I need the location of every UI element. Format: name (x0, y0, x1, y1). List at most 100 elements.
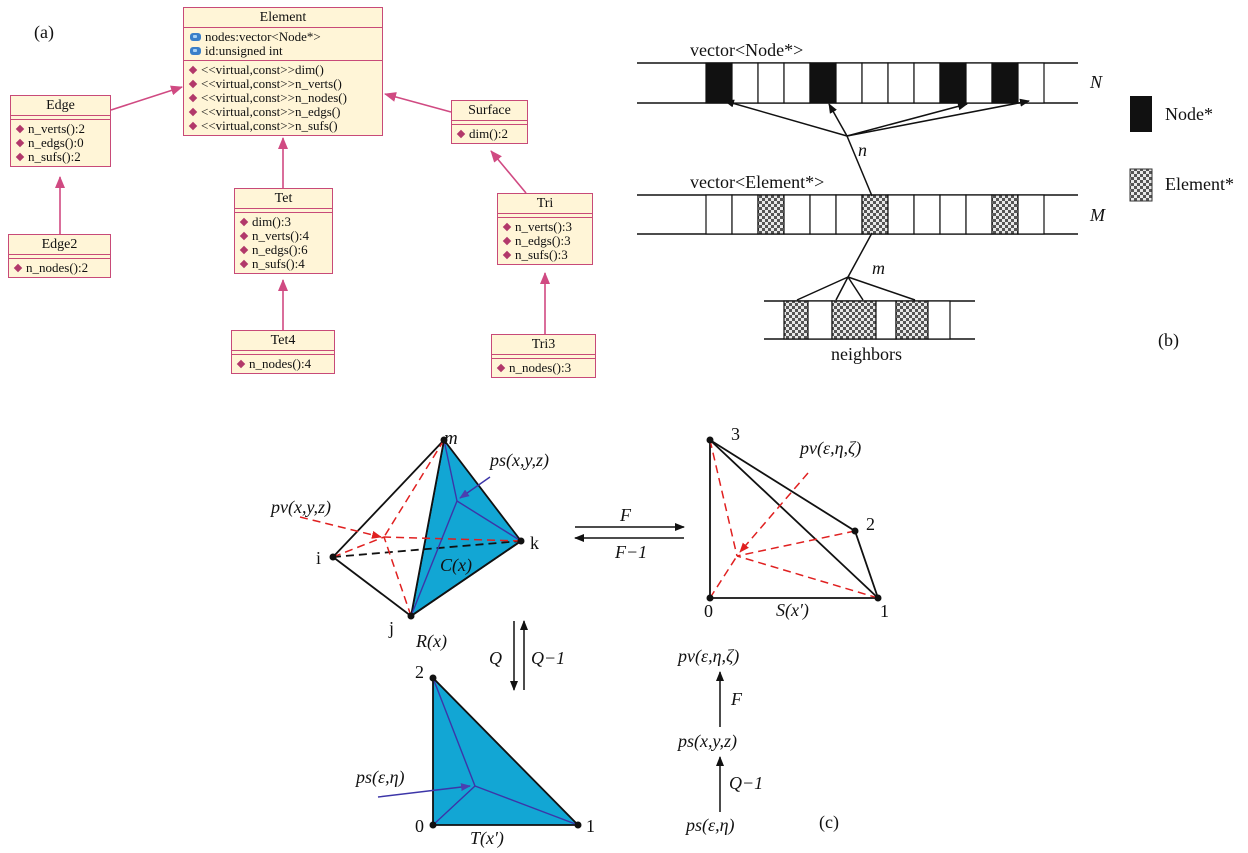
method: <<virtual,const>>n_verts() (201, 76, 342, 91)
class-title: Tet4 (232, 331, 334, 351)
pointer-arrows (724, 98, 1030, 301)
method-icon (13, 263, 23, 273)
element-vector-label: vector<Element*> (690, 172, 825, 192)
panel-label-b: (b) (1158, 330, 1179, 350)
method-icon (239, 245, 249, 255)
chain-pv-eps: pv(ε,η,ζ) (678, 646, 740, 666)
arrow-label-m: m (872, 258, 885, 278)
tet-vertex-dots (329, 436, 525, 620)
class-attributes (492, 355, 595, 359)
vertex-i: i (316, 548, 322, 568)
empty-cell (705, 194, 733, 235)
method-icon (502, 250, 512, 260)
empty-cell (927, 300, 951, 340)
method: n_sufs():4 (252, 256, 305, 271)
empty-cell (875, 300, 897, 340)
method-icon (502, 222, 512, 232)
class-title: Element (184, 8, 382, 28)
empty-cell (913, 194, 941, 235)
class-methods: dim():2 (452, 125, 527, 143)
class-methods: n_verts():2 n_edgs():0 n_sufs():2 (11, 120, 110, 166)
arrow-label-n: n (858, 140, 867, 160)
method: <<virtual,const>>n_nodes() (201, 90, 347, 105)
panel-label-a: (a) (34, 22, 54, 42)
uml-class-surface: Surface dim():2 (451, 100, 528, 144)
empty-cell (939, 194, 967, 235)
attribute: nodes:vector<Node*> (205, 29, 321, 44)
method-icon (188, 79, 198, 89)
class-title: Tet (235, 189, 332, 209)
empty-cell (1017, 194, 1045, 235)
method: dim():2 (469, 126, 508, 141)
method-icon (188, 121, 198, 131)
surface-to-element-arrow (384, 92, 452, 113)
class-attributes (9, 255, 110, 259)
class-title: Tri (498, 194, 592, 214)
empty-cell (783, 194, 811, 235)
blue-surface-lines (410, 439, 522, 617)
uml-class-tri: Tri n_verts():3 n_edgs():3 n_sufs():3 (497, 193, 593, 265)
label-Q-inverse: Q−1 (531, 648, 566, 668)
class-attributes (498, 214, 592, 218)
element-pointer-cell (895, 300, 929, 340)
reference-tetra (706, 436, 882, 602)
F-arrows (574, 523, 685, 542)
label-ps-eps: ps(ε,η) (356, 767, 405, 787)
neighbors-label: neighbors (831, 344, 902, 364)
empty-cell (1017, 62, 1045, 104)
method: n_edgs():0 (28, 135, 84, 150)
label-F-inverse: F−1 (615, 542, 648, 562)
method-icon (188, 107, 198, 117)
uml-class-element: Element nodes:vector<Node*> id:unsigned … (183, 7, 383, 136)
element-pointer-cell (991, 194, 1019, 235)
row-label-N: N (1090, 72, 1103, 92)
class-attributes (452, 121, 527, 125)
label-pv-eps: pv(ε,η,ζ) (800, 438, 862, 458)
vertex-k: k (530, 533, 539, 553)
tetrahedron (299, 436, 525, 620)
class-title: Surface (452, 101, 527, 121)
method-icon (496, 363, 506, 373)
attribute: id:unsigned int (205, 43, 283, 58)
attribute-icon (190, 33, 201, 41)
element-pointer-cell (757, 194, 785, 235)
class-methods: n_nodes():4 (232, 355, 334, 373)
method: n_verts():4 (252, 228, 310, 243)
element-pointer-cell (861, 194, 889, 235)
label-F: F (620, 505, 631, 525)
method-icon (15, 138, 25, 148)
method-icon (502, 236, 512, 246)
red-dashed-lines (299, 439, 522, 617)
empty-cell (783, 62, 811, 104)
node-vector-label: vector<Node*> (690, 40, 804, 60)
class-title: Edge (11, 96, 110, 116)
empty-cell (913, 62, 941, 104)
method-icon (236, 359, 246, 369)
method-icon (456, 129, 466, 139)
label-T: T(x′) (470, 828, 504, 848)
reference-triangle (377, 674, 582, 829)
empty-cell (887, 62, 915, 104)
method-icon (239, 259, 249, 269)
node-pointer-cell (705, 62, 733, 104)
method: n_sufs():2 (28, 149, 81, 164)
node-pointer-cell (991, 62, 1019, 104)
uml-class-tet: Tet dim():3 n_verts():4 n_edgs():6 n_suf… (234, 188, 333, 274)
class-attributes (11, 116, 110, 120)
panel-label-c: (c) (819, 812, 839, 832)
class-methods: n_nodes():3 (492, 359, 595, 377)
class-attributes (232, 351, 334, 355)
empty-cell (809, 194, 837, 235)
legend-element-label: Element* (1165, 174, 1234, 194)
vertex-m: m (444, 428, 458, 449)
method: <<virtual,const>>n_edgs() (201, 104, 341, 119)
empty-cell (731, 62, 759, 104)
empty-cell (835, 62, 863, 104)
node-pointer-cell (809, 62, 837, 104)
class-methods: dim():3 n_verts():4 n_edgs():6 n_sufs():… (235, 213, 332, 273)
S-vertex-2: 2 (866, 514, 875, 534)
T-vertex-2: 2 (415, 662, 424, 682)
node-pointer-cell (939, 62, 967, 104)
element-vector (637, 194, 1078, 235)
empty-cell (861, 62, 889, 104)
